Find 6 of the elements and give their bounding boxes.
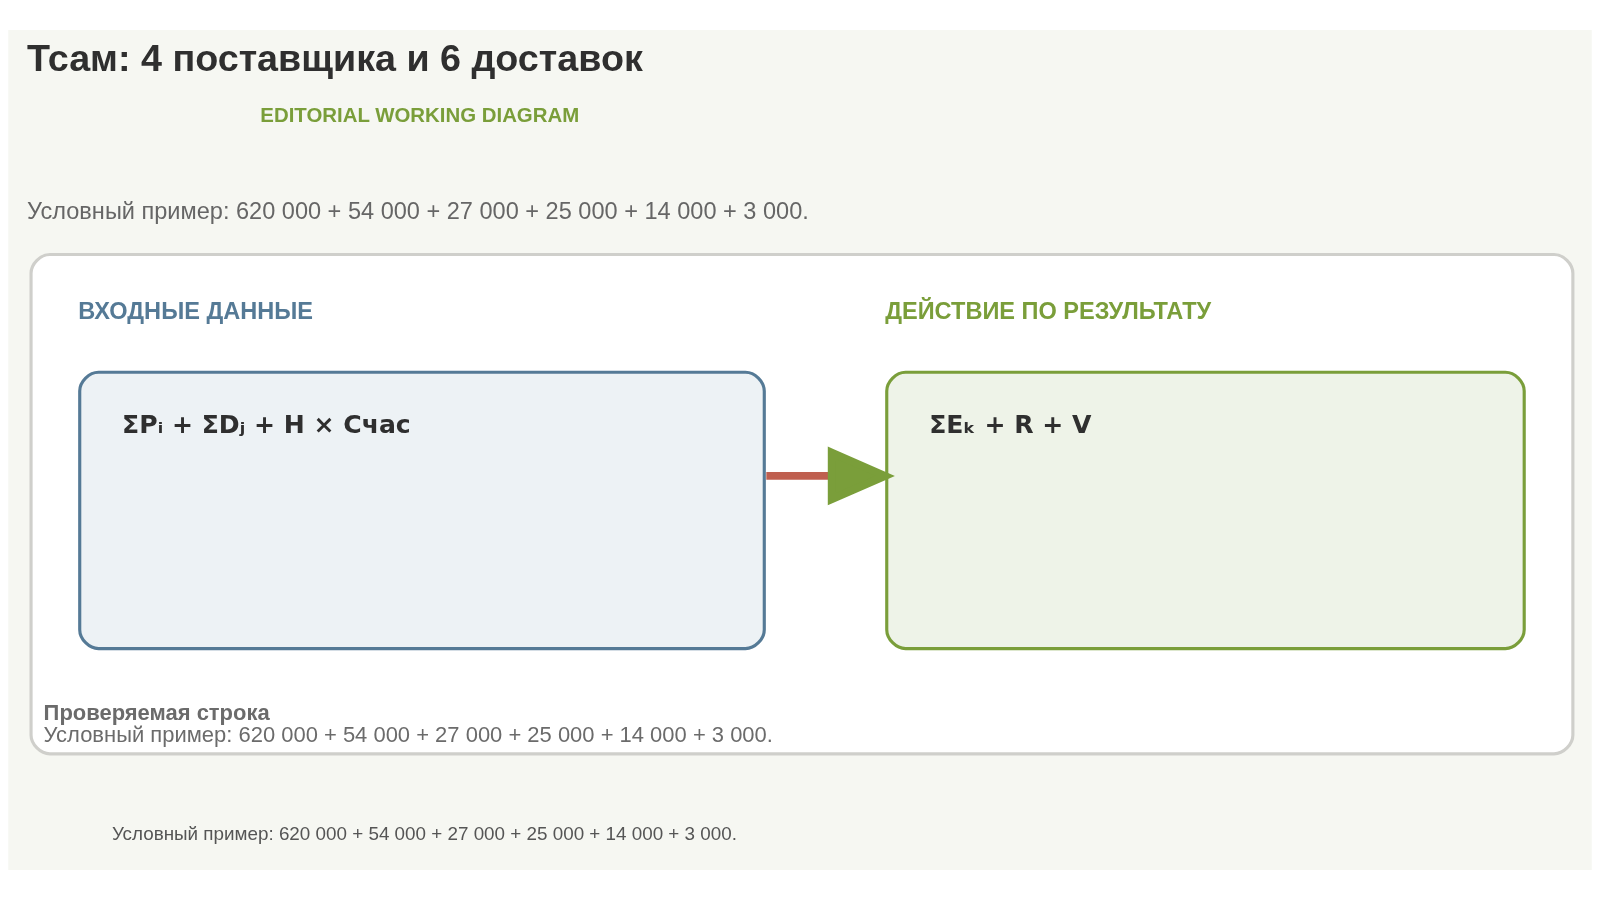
node-label: ВХОДНЫЕ ДАННЫЕ xyxy=(78,297,313,324)
label: Условный пример: 620 000 + 54 000 + 27 000 + 25 000 + 14 000 + 3 000. xyxy=(27,198,809,225)
label: Условный пример: 620 000 + 54 000 + 27 000 + 25 000 + 14 000 + 3 000. xyxy=(111,823,737,845)
label: EDITORIAL WORKING DIAGRAM xyxy=(260,103,580,126)
diagram-title: Тсам: 4 поставщика и 6 доставок xyxy=(27,37,643,80)
node-label: ДЕЙСТВИЕ ПО РЕЗУЛЬТАТУ xyxy=(885,297,1212,324)
